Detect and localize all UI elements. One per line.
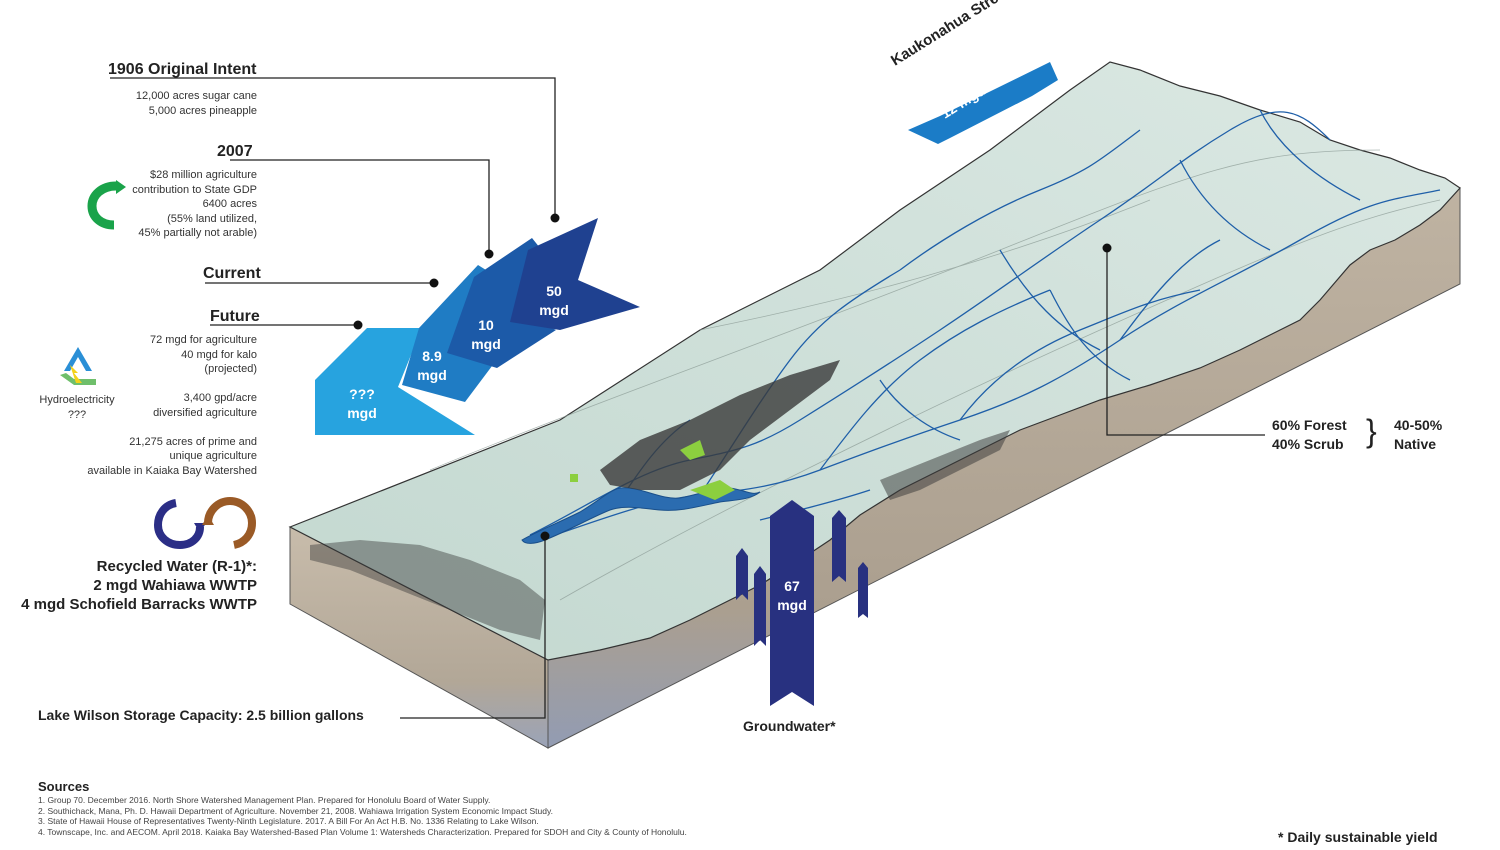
green-arc-icon	[87, 180, 126, 230]
text-2007-line: $28 million agriculture	[150, 169, 257, 181]
land-cover-brace: }	[1366, 413, 1377, 449]
text-2007: $28 million agriculture contribution to …	[60, 168, 257, 241]
text-2007-line: contribution to State GDP	[132, 183, 257, 196]
native-cover: 40-50% Native	[1394, 416, 1442, 454]
text-1906: 12,000 acres sugar cane 5,000 acres pine…	[60, 89, 257, 118]
recycled-water-line: Recycled Water (R-1)*:	[96, 558, 257, 575]
sources-list: 1. Group 70. December 2016. North Shore …	[38, 795, 687, 837]
arrow-future-label: ??? mgd	[342, 385, 382, 423]
text-2007-line: 6400 acres	[202, 198, 257, 210]
recycled-water-line: 4 mgd Schofield Barracks WWTP	[21, 596, 257, 613]
text-future-line: 21,275 acres of prime and	[129, 435, 257, 448]
lake-wilson	[521, 487, 761, 544]
arrow-future-value: ???	[349, 386, 375, 402]
recycled-water-text: Recycled Water (R-1)*: 2 mgd Wahiawa WWT…	[0, 557, 257, 614]
arrow-1906-label: 50 mgd	[537, 282, 571, 320]
lake-storage-label: Lake Wilson Storage Capacity: 2.5 billio…	[38, 707, 364, 723]
arrow-future-unit: mgd	[347, 405, 377, 421]
hydro-label-text: Hydroelectricity	[39, 394, 115, 406]
urban-areas	[310, 360, 1010, 640]
heading-future: Future	[210, 308, 260, 325]
hydroelectricity-icon	[60, 347, 96, 385]
text-1906-line: 5,000 acres pineapple	[148, 104, 257, 117]
text-future-line: unique agriculture	[169, 450, 257, 462]
text-future-line: 72 mgd for agriculture	[150, 334, 257, 346]
heading-1906: 1906 Original Intent	[108, 61, 257, 78]
land-cover: 60% Forest 40% Scrub	[1272, 416, 1347, 454]
arrow-2007-unit: mgd	[471, 336, 501, 352]
text-1906-line: 12,000 acres sugar cane	[135, 90, 257, 102]
source-item: 4. Townscape, Inc. and AECOM. April 2018…	[38, 826, 687, 837]
land-cover-scrub: 40% Scrub	[1272, 436, 1344, 452]
arrow-current-unit: mgd	[417, 367, 447, 383]
arrow-future	[315, 328, 475, 435]
arrow-current-label: 8.9 mgd	[413, 347, 451, 385]
text-future-line: available in Kaiaka Bay Watershed	[87, 464, 257, 477]
green-areas	[570, 440, 735, 500]
arrow-1906	[510, 218, 640, 330]
native-pct: 40-50%	[1394, 417, 1443, 433]
heading-current: Current	[203, 265, 261, 282]
arrow-2007-label: 10 mgd	[469, 316, 503, 354]
native-label: Native	[1394, 436, 1437, 452]
arrow-current-value: 8.9	[422, 348, 442, 364]
footnote: * Daily sustainable yield	[1278, 829, 1438, 845]
hydro-label: Hydroelectricity ???	[24, 393, 130, 422]
text-future-line: 40 mgd for kalo	[181, 348, 257, 361]
arrow-2007-value: 10	[478, 317, 494, 333]
text-2007-line: 45% partially not arable)	[138, 227, 257, 239]
text-2007-line: (55% land utilized,	[167, 212, 257, 225]
arrow-1906-value: 50	[546, 283, 562, 299]
groundwater-value-label: 67 mgd	[770, 577, 814, 615]
arrow-1906-unit: mgd	[539, 302, 569, 318]
groundwater-main-arrow	[770, 500, 814, 706]
text-future: 72 mgd for agriculture 40 mgd for kalo (…	[40, 333, 257, 478]
groundwater-arrows	[736, 500, 868, 706]
groundwater-value: 67	[784, 578, 800, 594]
ridge-lines	[429, 149, 1441, 601]
source-item: 3. State of Hawaii House of Representati…	[38, 816, 539, 826]
text-future-line: 3,400 gpd/acre	[183, 392, 257, 404]
source-item: 1. Group 70. December 2016. North Shore …	[38, 795, 491, 805]
hydro-value: ???	[67, 408, 87, 421]
recycled-water-icon	[153, 496, 257, 550]
source-item: 2. Southichack, Mana, Ph. D. Hawaii Depa…	[38, 805, 553, 816]
groundwater-label: Groundwater*	[743, 718, 836, 734]
stream-arrow	[908, 62, 1058, 144]
text-future-line: (projected)	[204, 363, 257, 375]
sources-title: Sources	[38, 779, 90, 794]
recycled-water-line: 2 mgd Wahiawa WWTP	[93, 577, 257, 594]
heading-2007: 2007	[217, 143, 253, 160]
groundwater-unit: mgd	[777, 597, 807, 613]
land-cover-forest: 60% Forest	[1272, 417, 1347, 433]
text-future-line: diversified agriculture	[153, 406, 257, 419]
spacer	[40, 420, 257, 435]
